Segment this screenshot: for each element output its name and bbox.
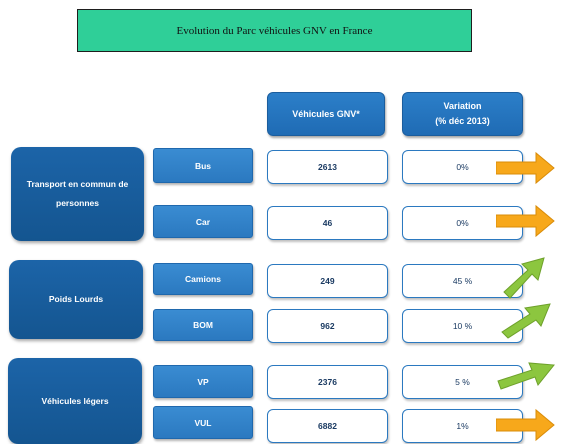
row-label-vp: VP bbox=[153, 365, 253, 398]
row-label-text: Bus bbox=[194, 160, 212, 171]
variation-value-text: 0% bbox=[456, 218, 469, 228]
row-label-text: BOM bbox=[193, 320, 213, 330]
vehicles-value-car: 46 bbox=[267, 206, 388, 240]
group-label-line1: Transport en commun de bbox=[26, 179, 129, 189]
arrow-flat-icon bbox=[496, 408, 555, 442]
vehicles-value-text: 249 bbox=[320, 276, 335, 286]
variation-value-text: 45 % bbox=[452, 276, 473, 286]
variation-value-camions: 45 % bbox=[402, 264, 523, 298]
vehicles-value-text: 962 bbox=[320, 321, 335, 331]
vehicles-value-text: 46 bbox=[322, 218, 333, 228]
vehicles-value-text: 6882 bbox=[318, 421, 337, 431]
arrow-up-slight-icon bbox=[497, 362, 555, 390]
arrow-flat-icon bbox=[496, 151, 555, 185]
vehicles-value-bus: 2613 bbox=[267, 150, 388, 184]
page-title: Evolution du Parc véhicules GNV en Franc… bbox=[77, 9, 472, 52]
vehicles-value-vp: 2376 bbox=[267, 365, 388, 399]
header-vehicles-label: Véhicules GNV* bbox=[292, 108, 360, 119]
row-label-vul: VUL bbox=[153, 406, 253, 439]
group-public-transport: Transport en commun de personnes bbox=[11, 147, 144, 241]
group-label-line1: Véhicules légers bbox=[41, 395, 109, 406]
arrow-flat-icon bbox=[496, 204, 555, 238]
row-label-text: VP bbox=[197, 376, 209, 387]
vehicles-value-bom: 962 bbox=[267, 309, 388, 343]
variation-value-text: 0% bbox=[456, 162, 469, 172]
header-variation: Variation (% déc 2013) bbox=[402, 92, 523, 136]
row-label-car: Car bbox=[153, 205, 253, 238]
group-label-line2: personnes bbox=[56, 198, 99, 208]
vehicles-value-vul: 6882 bbox=[267, 409, 388, 443]
row-label-text: Camions bbox=[185, 274, 221, 284]
variation-value-text: 5 % bbox=[455, 377, 470, 387]
variation-value-text: 1% bbox=[456, 421, 469, 431]
arrow-up-steep-icon bbox=[503, 257, 545, 299]
group-label-line1: Poids Lourds bbox=[48, 294, 104, 304]
row-label-camions: Camions bbox=[153, 263, 253, 295]
row-label-bom: BOM bbox=[153, 309, 253, 341]
group-light-vehicles: Véhicules légers bbox=[8, 358, 142, 444]
vehicles-value-text: 2613 bbox=[318, 162, 337, 172]
row-label-text: Car bbox=[195, 216, 211, 227]
variation-value-vul: 1% bbox=[402, 409, 523, 443]
variation-value-text: 10 % bbox=[452, 321, 473, 331]
header-variation-line2: (% déc 2013) bbox=[435, 116, 490, 126]
vehicles-value-text: 2376 bbox=[318, 377, 337, 387]
group-heavy-vehicles: Poids Lourds bbox=[9, 260, 143, 339]
header-variation-line1: Variation bbox=[443, 101, 482, 111]
row-label-text: VUL bbox=[194, 417, 212, 428]
header-vehicles: Véhicules GNV* bbox=[267, 92, 385, 136]
arrow-up-icon bbox=[501, 303, 551, 339]
row-label-bus: Bus bbox=[153, 148, 253, 183]
vehicles-value-camions: 249 bbox=[267, 264, 388, 298]
